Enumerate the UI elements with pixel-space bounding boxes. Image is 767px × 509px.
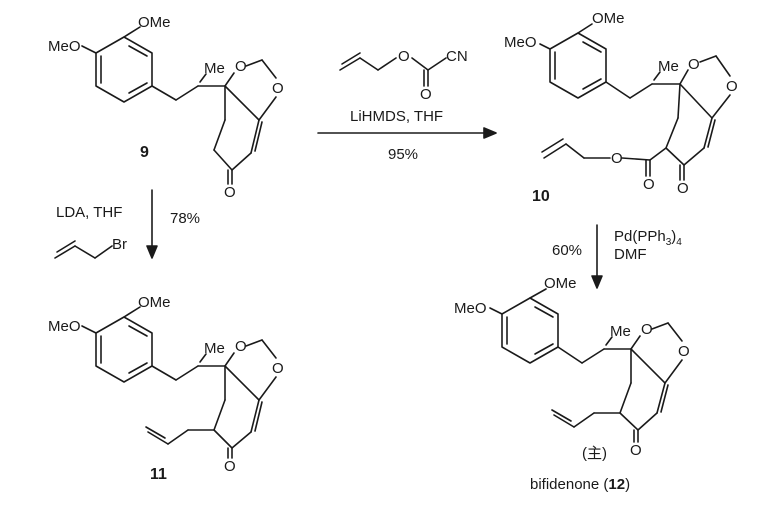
atom-label-me: Me [204, 60, 225, 77]
atom-label-ome: OMe [138, 294, 171, 311]
atom-label-o: O [630, 442, 642, 459]
compound-number-11: 11 [150, 466, 167, 483]
atom-label-meo: MeO [504, 34, 537, 51]
yield-label-60: 60% [552, 242, 583, 259]
atom-label-br: Br [112, 236, 127, 253]
atom-label-o: O [420, 86, 432, 103]
yield-label-78: 78% [170, 210, 201, 227]
atom-label-ome: OMe [138, 14, 171, 31]
atom-label-me: Me [610, 323, 631, 340]
arrow-10-to-12 [591, 224, 603, 289]
allyl-cyanoformate [339, 52, 447, 87]
compound-number-12: 12 [608, 476, 626, 493]
atom-label-o: O [677, 180, 689, 197]
pd-text-2: ) [671, 228, 677, 245]
pd-sub-3: 3 [665, 237, 672, 248]
product-name-bifidenone: bifidenone (12) [530, 476, 630, 493]
pd-text-1: Pd(PPh [614, 228, 666, 245]
atom-label-o: O [235, 338, 247, 355]
structure-10 [539, 23, 731, 181]
major-product-label: (主) [582, 445, 607, 462]
reagent-label-lda: LDA, THF [56, 204, 123, 221]
reagent-label-lihmds: LiHMDS, THF [350, 108, 444, 125]
atom-label-meo: MeO [454, 300, 487, 317]
atom-label-o: O [235, 58, 247, 75]
pd-sub-4: 4 [676, 237, 682, 248]
atom-label-ome: OMe [592, 10, 625, 27]
allyl-bromide [54, 240, 113, 259]
bifidenone-close: ) [625, 476, 631, 493]
atom-label-o: O [272, 360, 284, 377]
atom-label-ome: OMe [544, 275, 577, 292]
atom-label-o: O [224, 458, 236, 475]
reagent-label-pd: Pd(PPh3)4 [614, 228, 682, 248]
compound-number-10: 10 [532, 188, 550, 205]
atom-label-o: O [726, 78, 738, 95]
atom-label-o: O [688, 56, 700, 73]
atom-label-o: O [224, 184, 236, 201]
atom-label-o: O [643, 176, 655, 193]
bifidenone-text: bifidenone ( [530, 476, 609, 493]
atom-label-meo: MeO [48, 318, 81, 335]
yield-label-95: 95% [388, 146, 419, 163]
compound-number-9: 9 [140, 144, 149, 161]
atom-label-o: O [398, 48, 410, 65]
structure-11 [81, 306, 277, 459]
atom-label-o: O [678, 343, 690, 360]
atom-label-me: Me [204, 340, 225, 357]
arrow-9-to-10 [317, 127, 497, 139]
atom-label-meo: MeO [48, 38, 81, 55]
atom-label-o: O [611, 150, 623, 167]
structure-9 [81, 26, 277, 185]
atom-label-o: O [641, 321, 653, 338]
arrow-9-to-11 [146, 189, 158, 259]
atom-label-o: O [272, 80, 284, 97]
structure-12 [489, 288, 683, 443]
reagent-label-dmf: DMF [614, 246, 647, 263]
atom-label-me: Me [658, 58, 679, 75]
atom-label-cn: CN [446, 48, 468, 65]
